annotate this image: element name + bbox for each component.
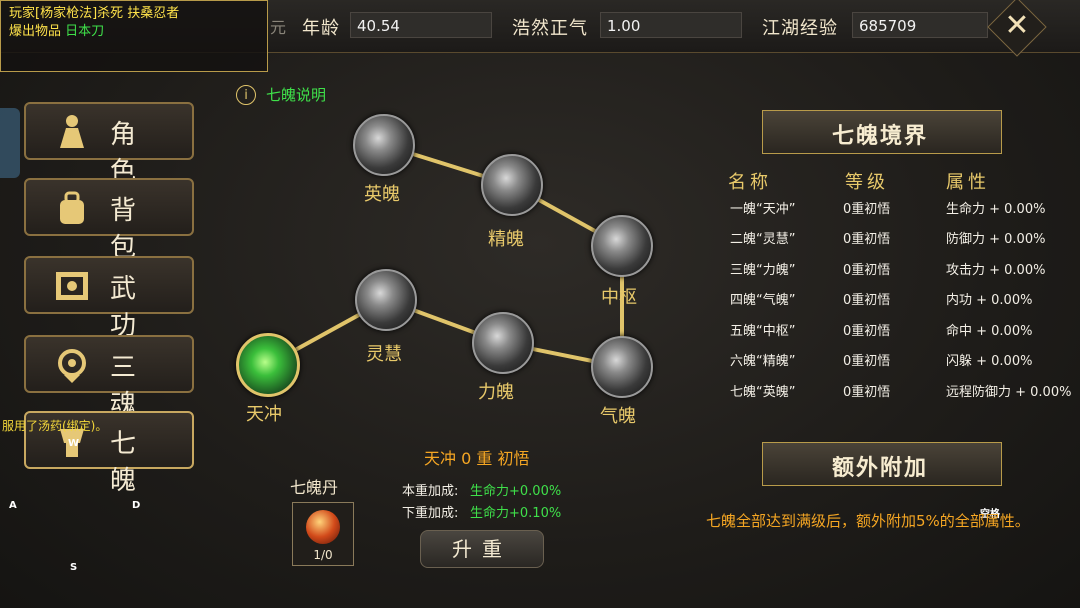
menu-seven-spirits-label: 七魄 (110, 429, 155, 496)
three-souls-icon (58, 349, 86, 383)
orb-lipo[interactable] (472, 312, 534, 374)
pill-icon (306, 510, 340, 544)
orb-label-jingpo: 精魄 (488, 229, 524, 250)
extra-title: 额外附加 (832, 455, 929, 481)
extra-banner (762, 442, 1002, 486)
realm-title: 七魄境界 (832, 123, 929, 149)
character-icon (60, 115, 84, 148)
row-name: 二魄“灵慧” (730, 232, 796, 247)
orb-label-qipo: 气魄 (600, 406, 636, 427)
menu-three-souls-button[interactable]: 三魂 (24, 335, 194, 420)
explain-link[interactable]: 七魄说明 (266, 86, 327, 104)
orb-label-linghui: 灵慧 (366, 344, 402, 365)
col-head-attr: 属性 (946, 172, 990, 193)
row-name: 六魄“精魄” (730, 354, 796, 369)
row-level: 0重初悟 (843, 324, 891, 339)
row-level: 0重初悟 (843, 354, 891, 369)
current-bonus-value: 生命力+0.00% (470, 484, 562, 499)
notice-line2: 爆出物品 日本刀 (9, 23, 259, 41)
row-level: 0重初悟 (843, 293, 891, 308)
notice-prefix: 爆出物品 (9, 24, 66, 39)
row-level: 0重初悟 (843, 202, 891, 217)
notice-line1: 玩家[杨家枪法]杀死 扶桑忍者 (9, 6, 180, 21)
row-name: 一魄“天冲” (730, 202, 796, 217)
orb-yingpo[interactable] (353, 114, 415, 176)
row-attr: 攻击力 + 0.00% (946, 263, 1046, 278)
row-attr: 生命力 + 0.00% (946, 202, 1046, 217)
extra-description: 七魄全部达到满级后，额外附加5%的全部属性。 (706, 512, 1030, 530)
menu-seven-spirits-button[interactable]: 七魄 (24, 411, 194, 496)
next-bonus-value: 生命力+0.10% (470, 506, 562, 521)
orb-tianchong[interactable] (236, 333, 300, 397)
row-name: 三魄“力魄” (730, 263, 796, 278)
exp-label: 江湖经验 (762, 18, 838, 39)
orb-label-yingpo: 英魄 (364, 184, 400, 205)
current-bonus-label: 本重加成: (402, 484, 459, 499)
row-name: 四魄“气魄” (730, 293, 796, 308)
row-attr: 闪躲 + 0.00% (946, 354, 1033, 369)
menu-character-button[interactable]: 角色 (24, 102, 194, 187)
scroll-icon (56, 272, 88, 300)
kill-notice: 玩家[杨家枪法]杀死 扶桑忍者 爆出物品 日本刀 (0, 0, 268, 72)
age-label: 年龄 (302, 18, 340, 39)
row-level: 0重初悟 (843, 385, 891, 400)
next-bonus-label: 下重加成: (402, 506, 459, 521)
upgrade-button[interactable]: 升重 (420, 530, 544, 568)
row-attr: 远程防御力 + 0.00% (946, 385, 1072, 400)
key-d[interactable]: D (132, 500, 141, 511)
righteous-value: 1.00 (600, 12, 742, 38)
selected-state: 天冲 0 重 初悟 (424, 449, 530, 468)
row-attr: 命中 + 0.00% (946, 324, 1033, 339)
orb-zhongshu[interactable] (591, 215, 653, 277)
orb-label-lipo: 力魄 (478, 382, 514, 403)
row-name: 七魄“英魄” (730, 385, 796, 400)
info-icon[interactable]: i (236, 85, 256, 105)
row-level: 0重初悟 (843, 263, 891, 278)
notice-item: 日本刀 (65, 24, 105, 39)
col-head-level: 等级 (845, 172, 889, 193)
row-level: 0重初悟 (843, 232, 891, 247)
system-message: 服用了汤药(绑定)。 (2, 419, 108, 433)
realm-banner (762, 110, 1002, 154)
menu-bag-button[interactable]: 背包 (24, 178, 194, 263)
key-s[interactable]: S (70, 562, 78, 573)
key-w[interactable]: W (68, 438, 80, 449)
exp-value: 685709 (852, 12, 988, 38)
col-head-name: 名称 (728, 172, 772, 193)
age-value: 40.54 (350, 12, 492, 38)
key-a[interactable]: A (9, 500, 17, 511)
row-name: 五魄“中枢” (730, 324, 796, 339)
partial-label: 元 (270, 18, 288, 37)
pill-count: 1/0 (313, 548, 333, 562)
seven-spirits-icon (60, 429, 84, 457)
row-attr: 防御力 + 0.00% (946, 232, 1046, 247)
orb-label-tianchong: 天冲 (246, 404, 282, 425)
bag-icon (60, 191, 84, 224)
orb-jingpo[interactable] (481, 154, 543, 216)
righteous-label: 浩然正气 (512, 18, 588, 39)
key-space[interactable]: 空格 (980, 509, 1000, 520)
close-icon[interactable]: ✕ (1004, 8, 1030, 43)
orb-linghui[interactable] (355, 269, 417, 331)
orb-label-zhongshu: 中枢 (601, 287, 637, 308)
row-attr: 内功 + 0.00% (946, 293, 1033, 308)
side-tab[interactable] (0, 108, 20, 178)
pill-title: 七魄丹 (290, 478, 339, 497)
orb-qipo[interactable] (591, 336, 653, 398)
